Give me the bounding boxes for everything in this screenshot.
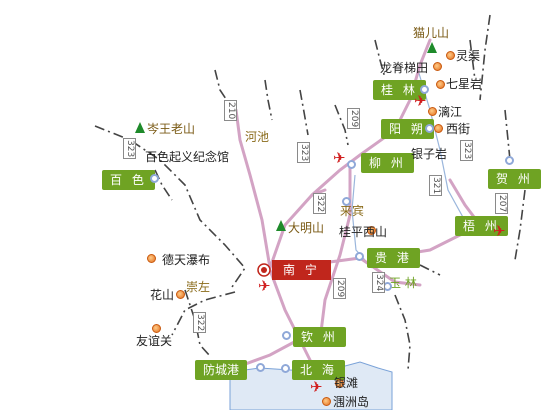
road-shield-322: 322 xyxy=(193,312,206,334)
location-dot-icon xyxy=(342,197,351,206)
city-fangchenggang[interactable]: 防城港 xyxy=(195,360,248,380)
road-shield-323: 323 xyxy=(460,140,473,162)
highway-nanning-beihai xyxy=(268,268,317,372)
scenic-lingqu[interactable]: 灵渠 xyxy=(456,49,481,63)
river xyxy=(417,69,471,231)
city-yangshuo[interactable]: 阳 朔 xyxy=(381,119,434,139)
scenic-huashan[interactable]: 花山 xyxy=(150,288,175,302)
mountain-icon xyxy=(135,122,145,133)
scenic-spot-icon xyxy=(176,290,185,299)
road-shield-323: 323 xyxy=(123,138,136,160)
airport-icon[interactable]: ✈ xyxy=(310,378,323,396)
province-border xyxy=(479,14,491,101)
location-dot-icon xyxy=(355,252,364,261)
scenic-xijie[interactable]: 西街 xyxy=(446,122,471,136)
mountain-icon xyxy=(276,220,286,231)
province-border xyxy=(171,291,236,336)
highway-qinzhou-fcg xyxy=(238,338,300,368)
scenic-detian[interactable]: 德天瀑布 xyxy=(162,253,211,267)
road-shield-324: 324 xyxy=(372,272,385,294)
scenic-longji[interactable]: 龙脊梯田 xyxy=(380,61,429,75)
airport-icon[interactable]: ✈ xyxy=(493,222,506,240)
province-border xyxy=(394,294,411,371)
city-nanning[interactable]: 南 宁 xyxy=(272,260,331,280)
scenic-qixingyan[interactable]: 七星岩 xyxy=(446,77,483,91)
location-dot-icon xyxy=(505,156,514,165)
location-dot-icon xyxy=(256,363,265,372)
road-shield-209: 209 xyxy=(347,108,360,130)
road-shield-321: 321 xyxy=(429,175,442,197)
scenic-weizhoudao[interactable]: 涠洲岛 xyxy=(333,395,370,409)
city-qinzhou[interactable]: 钦 州 xyxy=(293,327,346,347)
location-dot-icon xyxy=(150,174,159,183)
location-dot-icon xyxy=(420,85,429,94)
scenic-guipingxishan[interactable]: 桂平西山 xyxy=(339,225,388,239)
location-dot-icon xyxy=(282,331,291,340)
scenic-baise-memorial[interactable]: 百色起义纪念馆 xyxy=(145,150,230,164)
province-border xyxy=(504,109,511,161)
mountain-icon xyxy=(427,42,437,53)
scenic-spot-icon xyxy=(446,51,455,60)
scenic-spot-icon xyxy=(367,226,376,235)
province-border xyxy=(469,39,476,81)
location-dot-icon xyxy=(347,160,356,169)
scenic-spot-icon xyxy=(322,397,331,406)
road-shield-323: 323 xyxy=(297,142,310,164)
location-dot-icon xyxy=(281,364,290,373)
city-liuzhou[interactable]: 柳 州 xyxy=(361,153,414,173)
airport-icon[interactable]: ✈ xyxy=(414,92,427,110)
airport-icon[interactable]: ✈ xyxy=(258,277,271,295)
road-shield-207: 207 xyxy=(495,193,508,215)
capital-target-icon xyxy=(257,263,271,277)
highway-nanning-hechi xyxy=(234,108,272,270)
town-laibin[interactable]: 来宾 xyxy=(340,204,365,218)
airport-icon[interactable]: ✈ xyxy=(333,149,346,167)
scenic-spot-icon xyxy=(152,324,161,333)
peak-damingshan[interactable]: 大明山 xyxy=(288,221,325,235)
road-shield-209: 209 xyxy=(333,278,346,300)
road-shield-322: 322 xyxy=(313,193,326,215)
province-border xyxy=(419,264,441,276)
province-border xyxy=(299,89,309,136)
province-border xyxy=(264,79,273,121)
scenic-yintan[interactable]: 银滩 xyxy=(334,376,359,390)
highway-nanning-guilin xyxy=(268,38,432,270)
city-beihai[interactable]: 北 海 xyxy=(292,360,345,380)
scenic-spot-icon xyxy=(436,80,445,89)
peak-maoershan[interactable]: 猫儿山 xyxy=(413,26,450,40)
road-shield-210: 210 xyxy=(224,100,237,122)
town-hechi[interactable]: 河池 xyxy=(245,130,270,144)
scenic-spot-icon xyxy=(428,107,437,116)
city-guilin[interactable]: 桂 林 xyxy=(373,80,426,100)
scenic-spot-icon xyxy=(147,254,156,263)
peak-cenwanglaoshan[interactable]: 岑王老山 xyxy=(147,122,196,136)
scenic-youyiguan[interactable]: 友谊关 xyxy=(136,334,173,348)
scenic-spot-icon xyxy=(335,379,344,388)
city-yulin[interactable]: 玉 林 xyxy=(389,276,417,290)
city-wuzhou[interactable]: 梧 州 xyxy=(455,216,508,236)
province-border xyxy=(214,69,231,106)
town-chongzuo[interactable]: 崇左 xyxy=(186,280,211,294)
city-guigang[interactable]: 贵 港 xyxy=(367,248,420,268)
scenic-spot-icon xyxy=(434,124,443,133)
location-dot-icon xyxy=(425,124,434,133)
scenic-lijiang[interactable]: 漓江 xyxy=(438,105,463,119)
scenic-spot-icon xyxy=(433,62,442,71)
coastline xyxy=(229,361,393,410)
city-hezhou[interactable]: 贺 州 xyxy=(488,169,541,189)
province-border xyxy=(334,104,349,146)
city-baise[interactable]: 百 色 xyxy=(102,170,155,190)
scenic-yinziyan[interactable]: 银子岩 xyxy=(411,147,448,161)
province-border xyxy=(514,189,526,261)
province-border xyxy=(374,39,386,79)
